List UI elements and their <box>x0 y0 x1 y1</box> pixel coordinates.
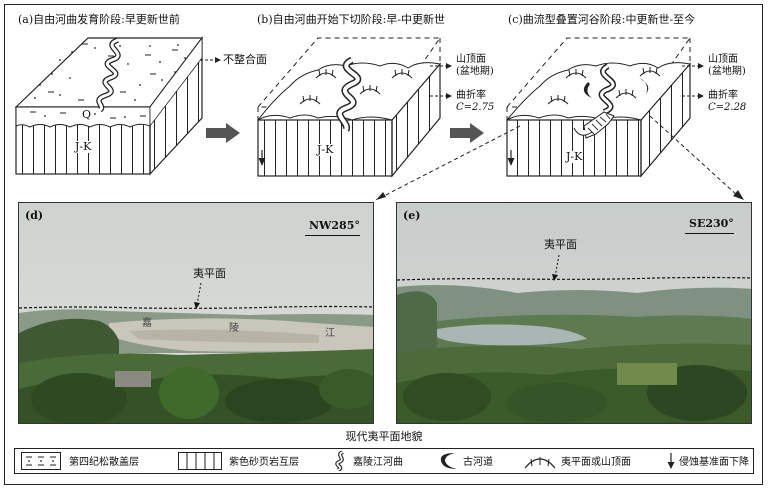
unconformity-label: 不整合面 <box>223 53 267 66</box>
quaternary-label: Q <box>82 108 92 121</box>
photo-d-scene <box>19 203 373 423</box>
photo-d-surface-pointer <box>194 282 202 309</box>
erosion-base-arrow-icon <box>667 453 675 469</box>
block-a-jk-label: J-K <box>74 140 93 153</box>
legend-label-paleochannel: 古河道 <box>463 457 493 468</box>
quaternary-pattern-icon <box>21 452 61 470</box>
legend-label-sandstone: 紫色砂页岩互层 <box>229 457 299 468</box>
photo-e-scene <box>397 203 751 423</box>
river-char-1: 嘉 <box>142 318 152 329</box>
photo-d-bearing: NW285° <box>305 219 360 236</box>
photo-d: (d) NW285° 夷平面 嘉 陵 江 <box>18 202 374 424</box>
photo-e-surface-pointer <box>552 254 560 281</box>
summit-surface-label-c: 山顶面 (盆地期) <box>708 54 746 77</box>
bearing-line <box>305 235 360 236</box>
photo-caption: 现代夷平面地貌 <box>345 430 423 443</box>
legend-label-meander: 嘉陵江河曲 <box>353 457 403 468</box>
photo-d-label: (d) <box>25 209 44 222</box>
legend-label-erosion: 侵蚀基准面下降 <box>679 457 749 468</box>
stage-arrow-a-b <box>206 123 240 143</box>
planation-surface-icon <box>524 457 556 469</box>
block-diagrams <box>14 36 744 200</box>
paleochannel-icon <box>440 453 457 469</box>
river-char-3: 江 <box>325 328 335 339</box>
sinuosity-label-b: 曲折率 C=2.75 <box>456 90 495 113</box>
block-b <box>257 37 441 178</box>
block-b-jk-label: J-K <box>316 143 335 156</box>
block-c-jk-label: J-K <box>565 150 584 163</box>
photo-e-surface-label: 夷平面 <box>544 238 577 251</box>
bearing-line <box>685 233 734 234</box>
sandstone-pattern-icon <box>178 452 222 470</box>
stage-c-title: (c)曲流型叠置河谷阶段:中更新世-至今 <box>508 13 696 26</box>
sinuosity-label-c: 曲折率 C=2.28 <box>708 90 747 113</box>
meander-river-icon <box>335 451 344 471</box>
block-c <box>506 37 691 178</box>
photo-e-bearing: SE230° <box>685 217 734 234</box>
legend-label-planation: 夷平面或山顶面 <box>561 457 631 468</box>
figure-frame <box>4 4 763 485</box>
photo-e-label: (e) <box>403 209 421 222</box>
block-a <box>14 36 204 176</box>
river-char-2: 陵 <box>229 323 239 334</box>
photo-d-surface-label: 夷平面 <box>193 267 226 280</box>
stage-a-title: (a)自由河曲发育阶段:早更新世前 <box>18 13 180 26</box>
legend: 第四纪松散盖层 紫色砂页岩互层 嘉陵江河曲 古河道 夷平面或山顶面 侵蚀基准面下… <box>14 448 754 474</box>
photo-e: (e) SE230° 夷平面 <box>396 202 752 424</box>
legend-label-quaternary: 第四纪松散盖层 <box>69 457 139 468</box>
summit-surface-label-b: 山顶面 (盆地期) <box>456 54 494 77</box>
stage-b-title: (b)自由河曲开始下切阶段:早-中更新世 <box>257 13 446 26</box>
stage-arrow-b-c <box>450 123 484 143</box>
